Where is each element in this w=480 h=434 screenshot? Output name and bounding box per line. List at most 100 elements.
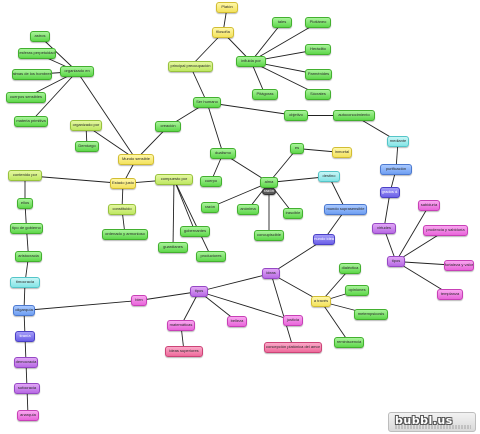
bubble-autoconoc[interactable]: autoconocimiento bbox=[333, 110, 375, 121]
bubble-estado[interactable]: Estado justo bbox=[110, 178, 136, 189]
bubble-filosofia[interactable]: filosofía bbox=[212, 27, 234, 38]
bubble-tipos2[interactable]: tipos bbox=[190, 286, 208, 297]
bubble-mundosensible[interactable]: Mundo sensible bbox=[118, 154, 154, 165]
bubble-purificacion[interactable]: purificación bbox=[380, 164, 412, 175]
bubble-timocracia[interactable]: timocracia bbox=[10, 277, 40, 288]
bubble-tipos[interactable]: tipos bbox=[387, 256, 405, 267]
bubble-cuerpo[interactable]: cuerpo bbox=[200, 176, 222, 187]
bubble-creado[interactable]: creación bbox=[155, 121, 181, 132]
connector-filosofia-interes bbox=[190, 32, 224, 67]
connector-tipos2-matematicas bbox=[180, 291, 200, 326]
connector-interes-serhumano bbox=[190, 66, 208, 103]
bubble-ordenado[interactable]: ordenado y armonioso bbox=[102, 229, 148, 240]
connector-alma-es bbox=[268, 148, 298, 183]
bubble-organizadopor[interactable]: organizado por bbox=[70, 120, 102, 131]
connector-serhumano-objetivo bbox=[206, 102, 297, 116]
bubble-justicia[interactable]: justicia bbox=[283, 315, 303, 326]
bubble-cuerposen[interactable]: cuerpos sensibles bbox=[6, 92, 46, 103]
connector-mundosensible-organizado bbox=[76, 71, 137, 160]
bubble-objetivo[interactable]: objetivo bbox=[284, 110, 308, 121]
bubble-fortaleza[interactable]: fortaleza y valor bbox=[444, 260, 474, 271]
bubble-razonm[interactable]: razón bbox=[262, 188, 276, 195]
bubble-sabiduria[interactable]: sabiduría bbox=[418, 200, 440, 211]
bubble-ideassup[interactable]: ideas superiores bbox=[165, 346, 203, 357]
connector-organizado-astros bbox=[39, 36, 78, 72]
connector-alma-razon bbox=[209, 182, 270, 208]
bubble-anarquia[interactable]: anarquía bbox=[17, 410, 39, 421]
connector-ideas-concepcion bbox=[270, 273, 294, 348]
bubble-demiurgo[interactable]: Demiurgo bbox=[75, 141, 99, 152]
bubble-grados[interactable]: grados d. bbox=[380, 187, 400, 198]
bubble-ideas[interactable]: ideas bbox=[262, 268, 280, 279]
bubble-dualismo[interactable]: dualismo bbox=[210, 148, 236, 159]
logo-tagline-decoration bbox=[395, 425, 471, 429]
bubble-bien[interactable]: bien bbox=[131, 295, 147, 306]
bubble-razon[interactable]: razón bbox=[201, 202, 219, 213]
bubble-platon[interactable]: Platón bbox=[216, 2, 238, 13]
bubble-influida[interactable]: influida por bbox=[236, 56, 266, 67]
bubble-mundoideal[interactable]: mundo ideal bbox=[313, 234, 335, 245]
bubble-contenido[interactable]: contenido por bbox=[8, 170, 42, 181]
bubble-esferas[interactable]: esferas perpetuidad bbox=[18, 48, 56, 59]
bubble-inmortal[interactable]: inmortal bbox=[332, 147, 352, 158]
connector-bien-oligarquia bbox=[23, 300, 140, 311]
bubble-alma[interactable]: alma bbox=[260, 177, 278, 188]
bubble-plotino[interactable]: Plotiáneo bbox=[305, 17, 331, 28]
bubble-interes[interactable]: principal preocupación bbox=[168, 61, 213, 72]
bubble-matematicas[interactable]: matemáticas bbox=[167, 320, 195, 331]
bubble-serhumano[interactable]: Ser humano bbox=[193, 97, 221, 108]
connector-serhumano-dualismo bbox=[206, 102, 224, 154]
bubble-concepcion[interactable]: concepción platónica del amor bbox=[264, 342, 322, 353]
bubble-belleza[interactable]: belleza bbox=[227, 316, 247, 327]
bubble-anonima[interactable]: anónima bbox=[237, 204, 259, 215]
connector-grados-virtudes bbox=[383, 192, 391, 229]
bubble-concupi[interactable]: concupiscible bbox=[254, 230, 284, 241]
bubble-heraclito[interactable]: Heráclito bbox=[305, 44, 331, 55]
bubble-es[interactable]: es bbox=[290, 143, 304, 154]
connector-influida-plotino bbox=[250, 22, 319, 62]
bubble-gobernantes[interactable]: gobernantes bbox=[180, 226, 210, 237]
bubble-socrates[interactable]: Sócrates bbox=[305, 89, 331, 100]
connector-mundosensible-organizadopor bbox=[85, 125, 137, 160]
connector-compuesto-gobernantes bbox=[173, 179, 196, 232]
bubble-materia[interactable]: materia primitiva bbox=[14, 116, 48, 127]
bubble-mediante[interactable]: mediante bbox=[387, 136, 409, 147]
bubble-reminiscencia[interactable]: reminiscencia bbox=[334, 337, 364, 348]
connector-compuesto-guardianes bbox=[172, 179, 175, 248]
bubble-irasci[interactable]: irascible bbox=[283, 208, 303, 219]
bubble-destino[interactable]: destino bbox=[318, 171, 340, 182]
connector-tipos-sabiduria bbox=[395, 205, 430, 262]
bubble-virtudes[interactable]: virtudes bbox=[372, 223, 396, 234]
bubble-constituido[interactable]: constituido bbox=[108, 204, 136, 215]
bubble-compuesto[interactable]: compuesto por bbox=[155, 174, 193, 185]
bubble-pitagoras[interactable]: Pitágoras bbox=[252, 89, 278, 100]
connector-esfuerzo-reminiscencia bbox=[320, 301, 350, 343]
bubble-ellos[interactable]: ellos bbox=[17, 198, 33, 209]
bubble-dialectica[interactable]: dialéctica bbox=[339, 263, 361, 274]
bubblus-logo: bubbl.us bbox=[388, 412, 476, 432]
bubble-almas[interactable]: almas de los hombres bbox=[12, 69, 52, 80]
bubble-esfuerzo[interactable]: a través bbox=[311, 296, 331, 307]
bubble-sofocracia[interactable]: sofocracia bbox=[14, 383, 40, 394]
bubble-parmenides[interactable]: Parménides bbox=[305, 69, 332, 80]
bubble-productores[interactable]: productores bbox=[196, 251, 226, 262]
bubble-aristocracia[interactable]: aristocracia bbox=[15, 251, 42, 262]
connector-compuesto-productores bbox=[173, 179, 212, 257]
bubble-tiranía[interactable]: tiranía bbox=[15, 331, 35, 342]
bubble-templanza[interactable]: templanza bbox=[437, 289, 463, 300]
connector-mundoideal-ideas bbox=[270, 239, 325, 274]
bubble-tiposgob[interactable]: tipo de gobierno bbox=[10, 223, 43, 234]
bubble-organizado[interactable]: organizado en bbox=[60, 66, 94, 77]
bubble-guardianes[interactable]: guardianes bbox=[158, 242, 188, 253]
bubble-metempsicosis[interactable]: metempsicosis bbox=[354, 309, 388, 320]
connector-tipos2-justicia bbox=[198, 291, 294, 321]
bubble-prudencia[interactable]: prudencia y sabiduría bbox=[423, 225, 468, 236]
bubble-opiniones[interactable]: opiniones bbox=[345, 285, 369, 296]
connector-ideas-tipos2 bbox=[198, 273, 272, 292]
bubble-tales[interactable]: tales bbox=[272, 17, 292, 28]
bubble-astros[interactable]: astros bbox=[30, 31, 50, 42]
bubble-oligarquia[interactable]: oligarquía bbox=[13, 305, 35, 316]
bubble-mundoint[interactable]: mundo suprasensible bbox=[324, 204, 367, 215]
bubble-democracia[interactable]: democracia bbox=[14, 357, 38, 368]
